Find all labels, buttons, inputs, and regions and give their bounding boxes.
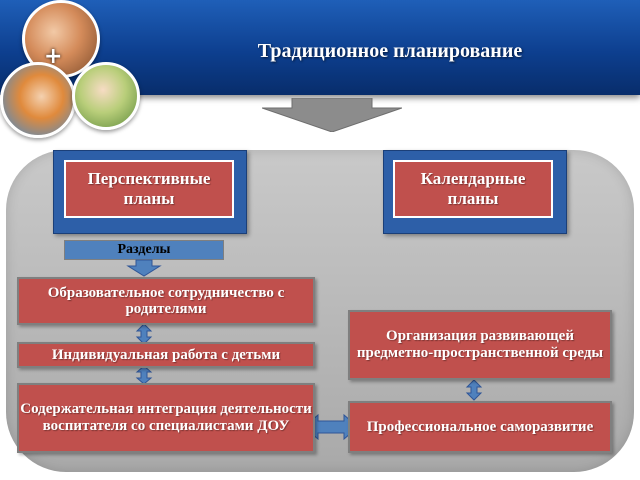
double-arrow-icon-3 bbox=[465, 379, 483, 401]
item-individual-work: Индивидуальная работа с детьми bbox=[17, 342, 315, 368]
calendar-plans-box: Календарные планы bbox=[393, 160, 553, 218]
double-arrow-icon-1 bbox=[135, 323, 153, 345]
sections-label: Разделы bbox=[64, 240, 224, 260]
item-content-integration: Содержательная интеграция деятельности в… bbox=[17, 383, 315, 453]
item-parent-cooperation: Образовательное сотрудничество с родител… bbox=[17, 277, 315, 325]
photo-children-3 bbox=[72, 62, 140, 130]
item-developing-environment: Организация развивающей предметно-простр… bbox=[348, 310, 612, 380]
plus-icon: + bbox=[44, 44, 63, 69]
item-professional-development: Профессиональное саморазвитие bbox=[348, 401, 612, 453]
page-title: Традиционное планирование bbox=[257, 40, 523, 62]
sections-down-arrow-icon bbox=[126, 259, 162, 277]
down-arrow-icon bbox=[262, 98, 402, 132]
children-photo-collage: + bbox=[0, 0, 140, 140]
perspective-plans-box: Перспективные планы bbox=[64, 160, 234, 218]
double-arrow-icon-2 bbox=[135, 365, 153, 385]
